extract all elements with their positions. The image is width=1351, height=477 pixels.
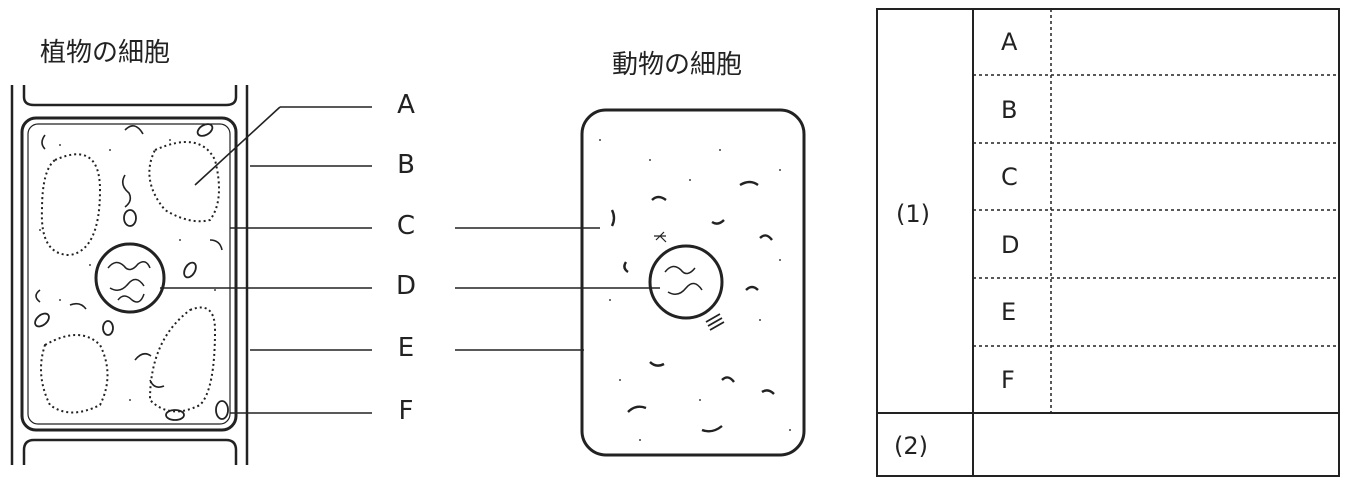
answer-row-label-f: F: [1001, 366, 1015, 394]
diagram-label-e: E: [397, 333, 415, 363]
cell-illustration: [10, 85, 806, 465]
question-2-label: (2): [894, 432, 928, 460]
answer-field-b[interactable]: [1053, 77, 1337, 141]
answer-table-grid: [876, 8, 1340, 477]
cytoplasm-dots: [39, 139, 791, 441]
plant-cell-title: 植物の細胞: [40, 38, 171, 68]
answer-row-label-e: E: [1001, 298, 1017, 326]
animal-cell-title: 動物の細胞: [612, 50, 743, 80]
question-1-label: (1): [896, 200, 930, 228]
animal-cell: [455, 108, 806, 457]
diagram-label-d: D: [395, 271, 417, 301]
answer-field-d[interactable]: [1053, 212, 1337, 276]
diagram-label-b: B: [397, 150, 415, 180]
answer-row-label-d: D: [1001, 231, 1020, 259]
answer-row-label-a: A: [1001, 28, 1018, 56]
answer-row-label-c: C: [1001, 163, 1018, 191]
diagram-label-a: A: [397, 90, 415, 120]
answer-field-q2[interactable]: [975, 415, 1337, 475]
plant-cell: [10, 85, 372, 465]
diagram-label-c: C: [396, 211, 416, 241]
answer-field-c[interactable]: [1053, 145, 1337, 208]
answer-field-a[interactable]: [1053, 11, 1337, 74]
diagram-label-f: F: [398, 396, 414, 426]
answer-field-f[interactable]: [1053, 348, 1337, 411]
answer-field-e[interactable]: [1053, 280, 1337, 344]
answer-table: (1) (2) A B C D E F: [876, 8, 1340, 477]
answer-row-label-b: B: [1001, 96, 1018, 124]
cell-diagram: 植物の細胞 動物の細胞: [10, 38, 806, 465]
